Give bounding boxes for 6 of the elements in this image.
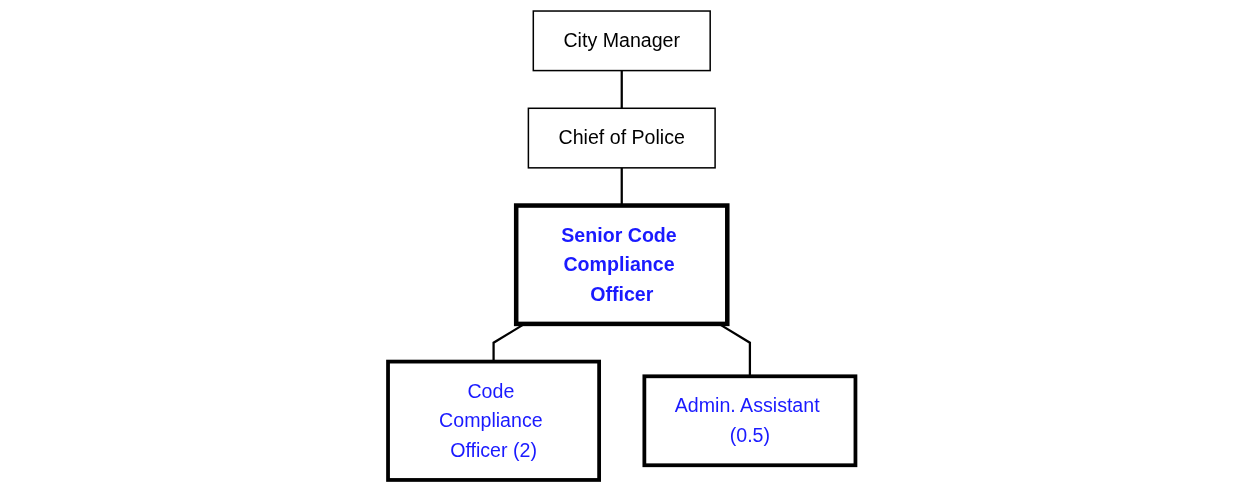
node-box: Code Compliance Officer (2) bbox=[385, 359, 601, 482]
node-box: Chief of Police bbox=[527, 107, 716, 169]
node-box: City Manager bbox=[532, 10, 711, 72]
node-box: Senior Code Compliance Officer bbox=[513, 203, 730, 327]
connector bbox=[620, 70, 623, 109]
node-box: Admin. Assistant (0.5) bbox=[642, 374, 858, 468]
